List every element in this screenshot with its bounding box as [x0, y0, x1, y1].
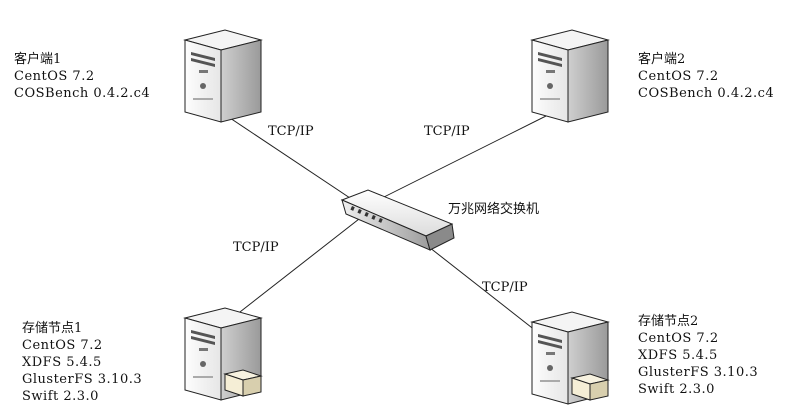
client2-title: 客户端2: [638, 52, 686, 67]
link-line-client2: [367, 107, 563, 206]
client2-software: COSBench 0.4.2.c4: [638, 86, 775, 101]
storage1-glusterfs: GlusterFS 3.10.3: [22, 372, 143, 387]
storage2-glusterfs: GlusterFS 3.10.3: [638, 365, 759, 380]
client2-label: 客户端2 CentOS 7.2 COSBench 0.4.2.c4: [638, 51, 774, 102]
client1-label: 客户端1 CentOS 7.2 COSBench 0.4.2.c4: [14, 51, 150, 102]
network-switch-icon: [340, 189, 455, 251]
switch-label: 万兆网络交换机: [448, 202, 540, 217]
server-tower-icon: [531, 29, 609, 123]
client1-title: 客户端1: [14, 52, 62, 67]
client1-software: COSBench 0.4.2.c4: [14, 86, 151, 101]
storage1-title: 存储节点1: [22, 321, 83, 336]
storage2-os: CentOS 7.2: [638, 331, 719, 346]
link-label-client1: TCP/IP: [268, 124, 314, 139]
client1-os: CentOS 7.2: [14, 69, 95, 84]
server-tower-icon: [532, 312, 608, 404]
storage2-swift: Swift 2.3.0: [638, 382, 715, 397]
server-tower-icon: [184, 29, 262, 123]
link-line-storage1: [221, 211, 369, 327]
link-label-storage1: TCP/IP: [233, 240, 279, 255]
server-tower-icon: [185, 308, 261, 400]
storage1-label: 存储节点1 CentOS 7.2 XDFS 5.4.5 GlusterFS 3.…: [22, 320, 142, 405]
storage2-xdfs: XDFS 5.4.5: [638, 348, 718, 363]
client2-os: CentOS 7.2: [638, 69, 719, 84]
link-label-storage2: TCP/IP: [482, 280, 528, 295]
storage1-xdfs: XDFS 5.4.5: [22, 355, 102, 370]
storage1-swift: Swift 2.3.0: [22, 389, 99, 404]
storage2-title: 存储节点2: [638, 314, 699, 329]
link-line-client1: [214, 107, 369, 211]
storage2-label: 存储节点2 CentOS 7.2 XDFS 5.4.5 GlusterFS 3.…: [638, 313, 758, 398]
storage1-os: CentOS 7.2: [22, 338, 103, 353]
link-line-storage2: [419, 239, 546, 339]
link-label-client2: TCP/IP: [424, 124, 470, 139]
